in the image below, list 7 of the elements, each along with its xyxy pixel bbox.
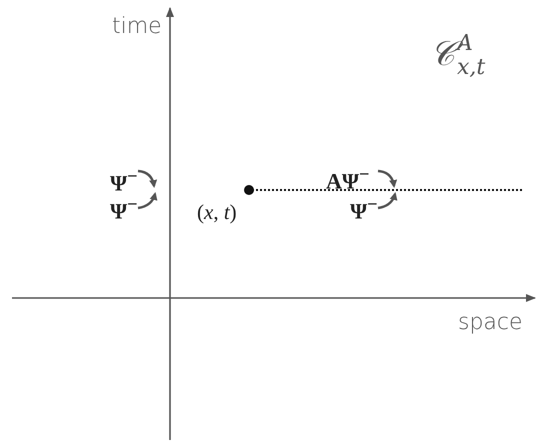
field-symbol: Ψ$^{−}$ [110,194,138,224]
field-symbol: AΨ$^{−}$ [326,164,370,194]
axis-label: space [458,310,523,335]
point-label: (x, t) [197,200,237,225]
field-symbol: Ψ$^{−}$ [110,166,138,196]
axis-label: time [112,14,162,39]
field-symbol: Ψ$^{−}$ [350,194,378,224]
